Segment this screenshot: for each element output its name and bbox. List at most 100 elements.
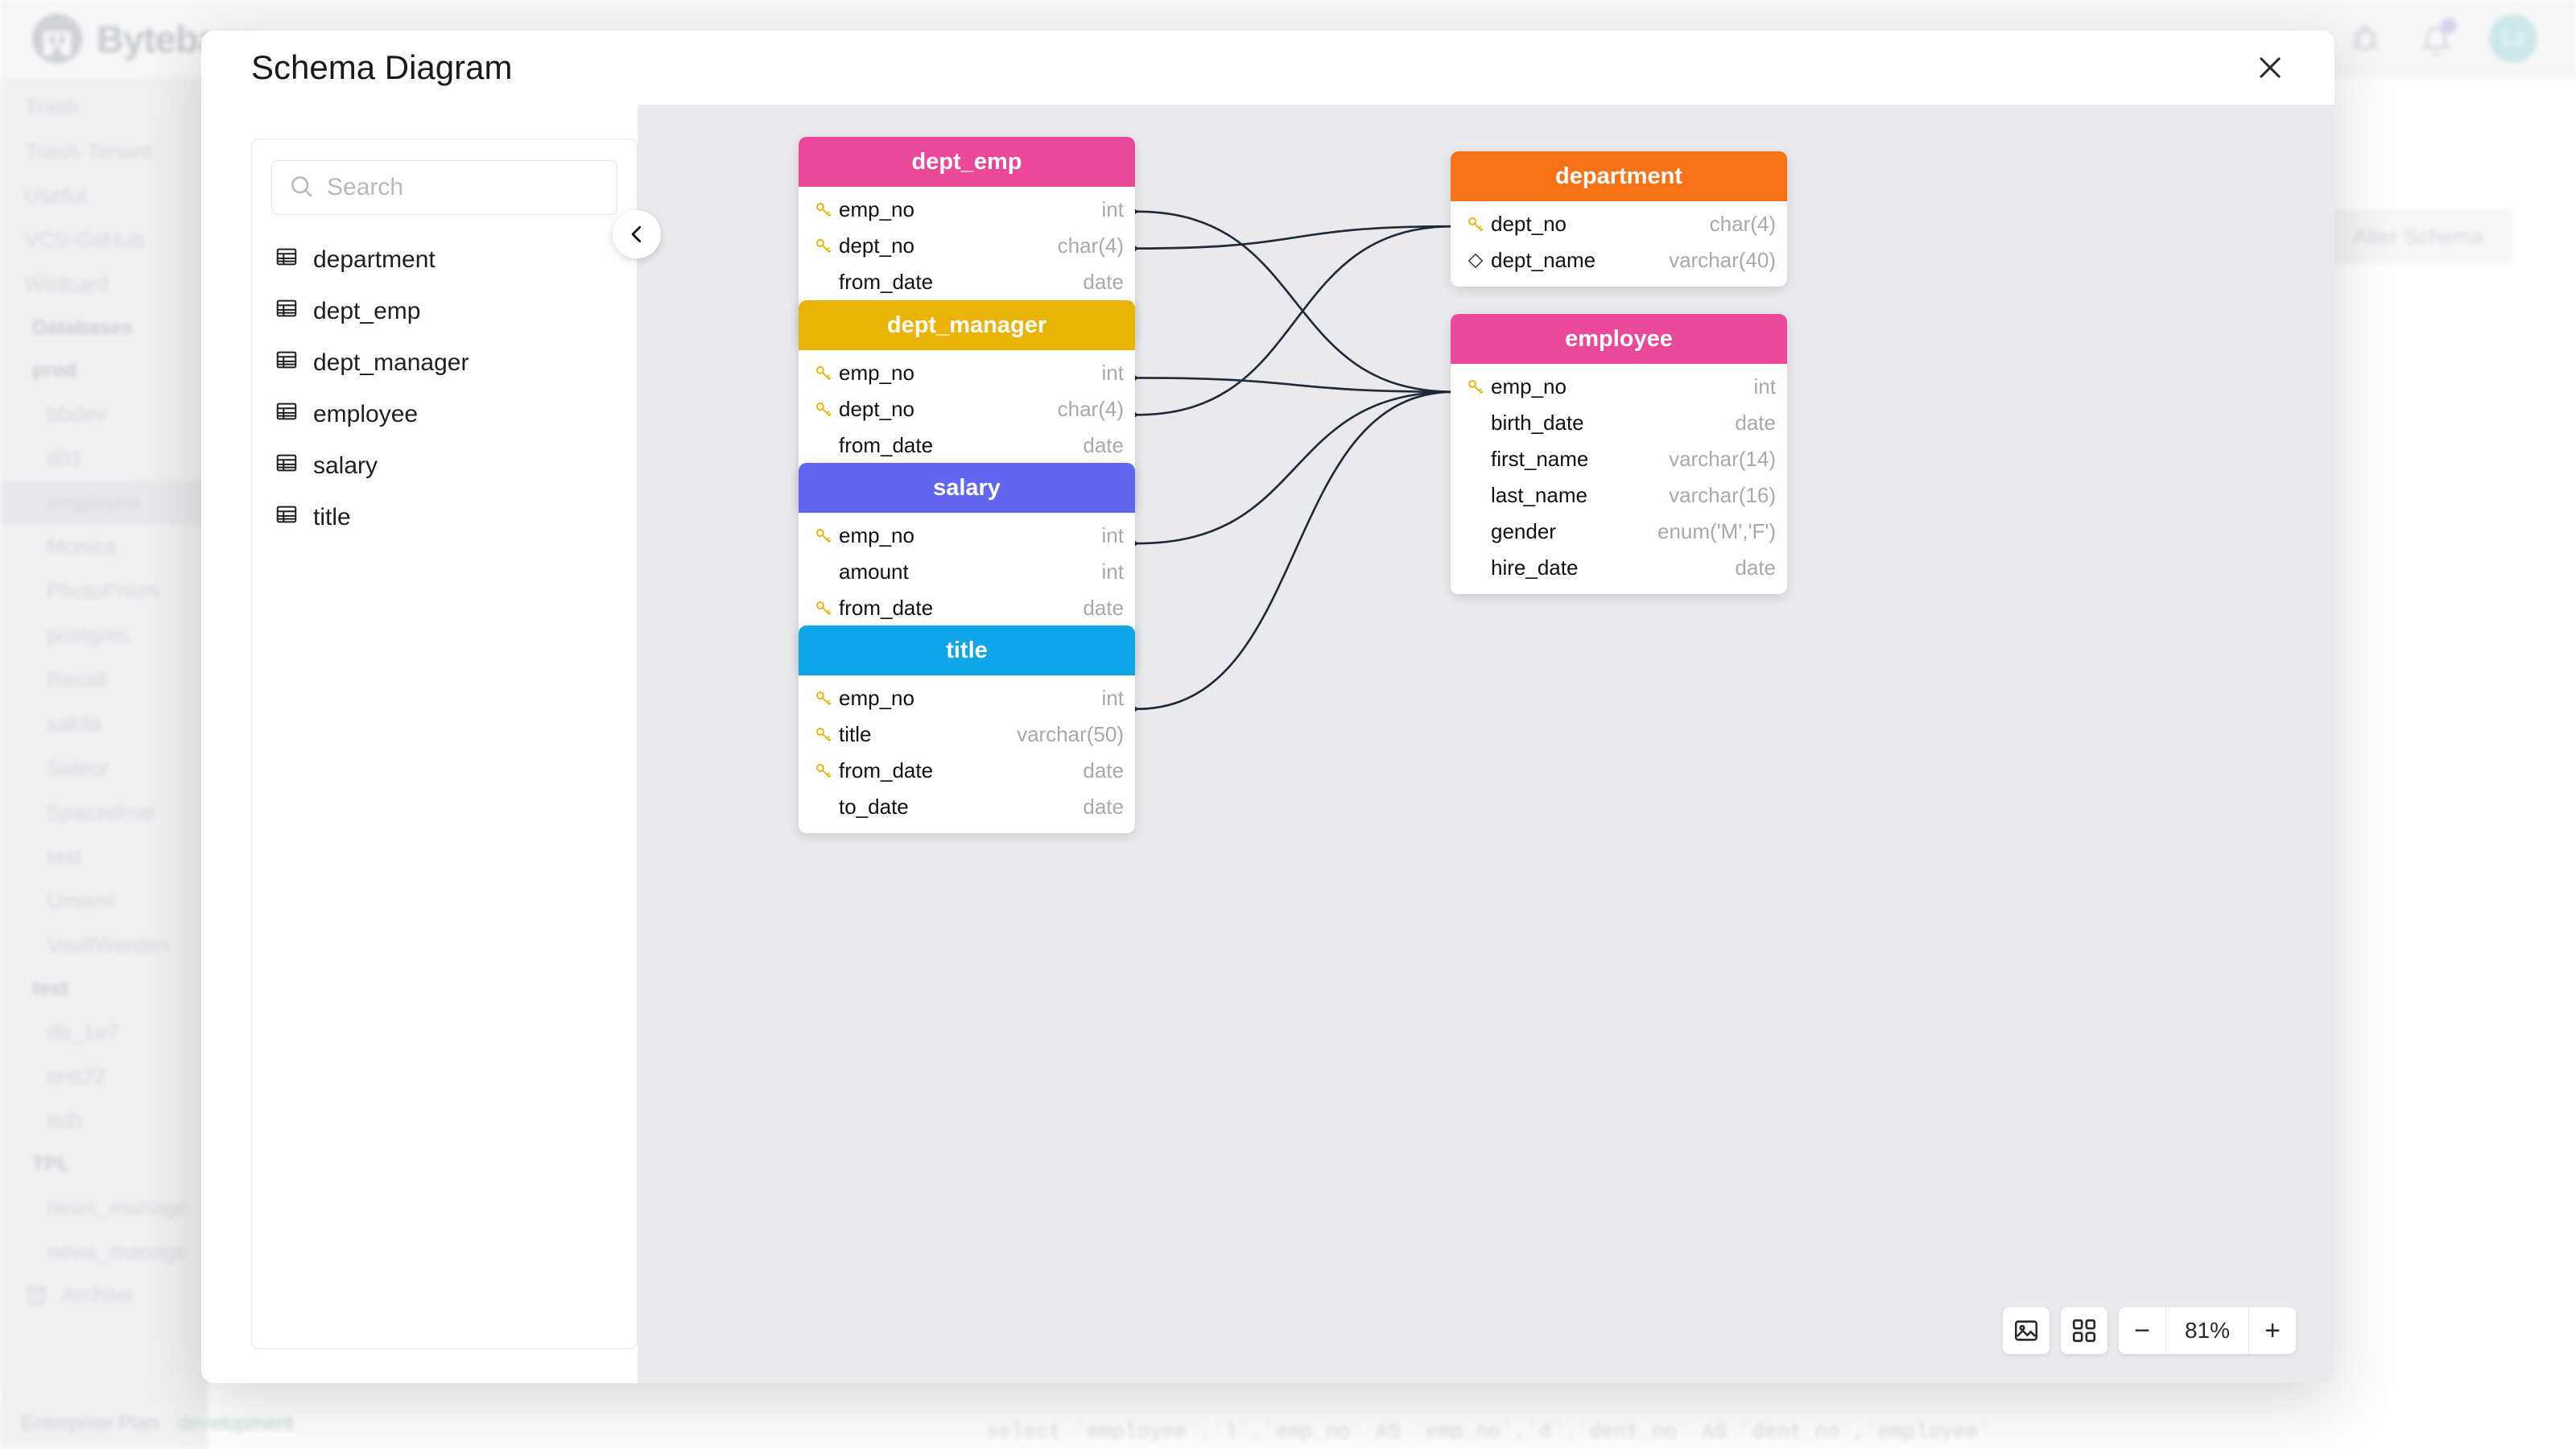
column-row[interactable]: from_date date xyxy=(799,427,1135,464)
table-list-item-department[interactable]: department xyxy=(252,234,637,286)
sidebar-item-news-manage[interactable]: news_manage xyxy=(47,1195,188,1220)
table-node-header[interactable]: department xyxy=(1451,151,1787,201)
column-type: int xyxy=(1101,361,1124,385)
primary-key-icon xyxy=(1463,378,1488,397)
column-type: int xyxy=(1101,197,1124,221)
table-list-item-dept_emp[interactable]: dept_emp xyxy=(252,286,637,337)
search-input[interactable] xyxy=(327,174,601,201)
sidebar-item-recall[interactable]: Recall xyxy=(47,667,108,691)
column-type: varchar(50) xyxy=(1017,722,1124,746)
sidebar-item-db1[interactable]: db1 xyxy=(47,446,84,470)
zoom-out-button[interactable]: − xyxy=(2134,1315,2150,1346)
column-type: date xyxy=(1083,270,1124,294)
column-row[interactable]: birth_date date xyxy=(1451,405,1787,441)
table-node-header[interactable]: employee xyxy=(1451,314,1787,364)
column-row[interactable]: dept_no char(4) xyxy=(1451,206,1787,242)
collapse-panel-button[interactable] xyxy=(613,210,661,258)
sidebar-item-photoprism[interactable]: PhotoPrism xyxy=(47,579,159,603)
sidebar-item-trash-tenant[interactable]: Trash-Tenant xyxy=(24,139,152,163)
column-row[interactable]: gender enum('M','F') xyxy=(1451,514,1787,550)
sidebar-item-vcs-github[interactable]: VCS-GitHub xyxy=(24,228,144,252)
table-list-item-title[interactable]: title xyxy=(252,492,637,543)
column-row[interactable]: emp_no int xyxy=(1451,369,1787,405)
column-row[interactable]: first_name varchar(14) xyxy=(1451,441,1787,477)
column-name: emp_no xyxy=(839,686,914,710)
search-box[interactable] xyxy=(271,160,617,215)
bug-icon[interactable] xyxy=(2347,21,2383,56)
sidebar-item-saleor[interactable]: Saleor xyxy=(47,756,110,780)
column-type: date xyxy=(1735,411,1776,435)
column-row[interactable]: from_date date xyxy=(799,264,1135,300)
sidebar-item-test22[interactable]: test22 xyxy=(47,1064,106,1088)
column-row[interactable]: to_date date xyxy=(799,789,1135,825)
alter-schema-button[interactable]: Alter Schema xyxy=(2324,211,2512,263)
sidebar-item-spacedrive[interactable]: Spacedrive xyxy=(47,800,156,824)
column-name: from_date xyxy=(839,596,934,620)
primary-key-icon xyxy=(811,364,836,383)
table-node-columns: emp_no int title varchar(50) from_date d… xyxy=(799,675,1135,833)
modal-header: Schema Diagram xyxy=(201,31,2334,105)
sidebar-item-useful[interactable]: Useful xyxy=(24,184,86,208)
notification-badge xyxy=(2441,18,2457,34)
sidebar-item-news-manage[interactable]: news_manage xyxy=(47,1240,188,1264)
table-node-title[interactable]: title emp_no int title varchar(50) from_… xyxy=(799,625,1135,833)
column-type: date xyxy=(1083,758,1124,782)
table-list-item-label: dept_emp xyxy=(313,298,421,324)
column-name: emp_no xyxy=(839,523,914,547)
sidebar-item-postgres[interactable]: postgres xyxy=(47,623,130,647)
column-row[interactable]: dept_name varchar(40) xyxy=(1451,242,1787,279)
column-row[interactable]: amount int xyxy=(799,554,1135,590)
table-node-header[interactable]: dept_manager xyxy=(799,300,1135,350)
column-row[interactable]: from_date date xyxy=(799,590,1135,626)
sidebar-item-vaultwarden[interactable]: VaultWarden xyxy=(47,933,171,957)
diagram-canvas[interactable]: dept_emp emp_no int dept_no char(4) from… xyxy=(638,105,2334,1383)
column-type: int xyxy=(1101,523,1124,547)
column-type: int xyxy=(1101,559,1124,584)
sidebar-item-ttdb[interactable]: ttdb xyxy=(47,1108,84,1133)
column-row[interactable]: title varchar(50) xyxy=(799,716,1135,753)
sidebar-item-trash[interactable]: Trash xyxy=(24,95,80,119)
column-type: char(4) xyxy=(1057,233,1124,258)
close-icon[interactable] xyxy=(2248,45,2293,90)
table-node-department[interactable]: department dept_no char(4) dept_name var… xyxy=(1451,151,1787,287)
column-row[interactable]: emp_no int xyxy=(799,355,1135,391)
sidebar-item-employee[interactable]: employee xyxy=(0,481,208,525)
avatar[interactable]: LJ xyxy=(2489,14,2537,63)
table-list-item-salary[interactable]: salary xyxy=(252,440,637,492)
column-row[interactable]: last_name varchar(16) xyxy=(1451,477,1787,514)
primary-key-icon xyxy=(811,237,836,256)
table-list-item-employee[interactable]: employee xyxy=(252,389,637,440)
table-node-header[interactable]: salary xyxy=(799,463,1135,513)
page-title: Schema Diagram xyxy=(251,48,513,86)
auto-layout-icon[interactable] xyxy=(2061,1307,2107,1354)
sidebar-item-test[interactable]: test xyxy=(47,844,82,869)
sidebar-item-sakila[interactable]: sakila xyxy=(47,712,103,736)
sidebar-item-archive[interactable]: Archive xyxy=(0,1274,208,1315)
column-name: from_date xyxy=(839,270,934,294)
sidebar-item-wildcard[interactable]: Wildcard xyxy=(24,272,109,296)
column-row[interactable]: emp_no int xyxy=(799,518,1135,554)
sidebar-item-umami[interactable]: Umami xyxy=(47,889,116,913)
table-list-item-dept_manager[interactable]: dept_manager xyxy=(252,337,637,389)
column-row[interactable]: emp_no int xyxy=(799,680,1135,716)
column-row[interactable]: dept_no char(4) xyxy=(799,228,1135,264)
sidebar-item-db-1e7[interactable]: db_1e7 xyxy=(47,1020,120,1044)
zoom-in-button[interactable]: + xyxy=(2264,1315,2281,1346)
column-row[interactable]: dept_no char(4) xyxy=(799,391,1135,427)
column-type: varchar(40) xyxy=(1669,248,1776,272)
sidebar-item-monica[interactable]: Monica xyxy=(47,535,118,559)
column-type: int xyxy=(1753,374,1776,398)
sidebar-item-bbdev[interactable]: bbdev xyxy=(47,402,106,426)
column-row[interactable]: emp_no int xyxy=(799,192,1135,228)
column-row[interactable]: hire_date date xyxy=(1451,550,1787,586)
column-type: date xyxy=(1735,555,1776,580)
export-image-icon[interactable] xyxy=(2003,1307,2050,1354)
table-node-header[interactable]: dept_emp xyxy=(799,137,1135,187)
notification-bell-icon[interactable] xyxy=(2418,18,2457,56)
table-list-item-label: employee xyxy=(313,401,419,427)
table-node-header[interactable]: title xyxy=(799,625,1135,675)
table-node-employee[interactable]: employee emp_no int birth_date date firs… xyxy=(1451,314,1787,594)
table-icon xyxy=(275,502,299,533)
environment-label: development xyxy=(177,1412,294,1435)
column-row[interactable]: from_date date xyxy=(799,753,1135,789)
